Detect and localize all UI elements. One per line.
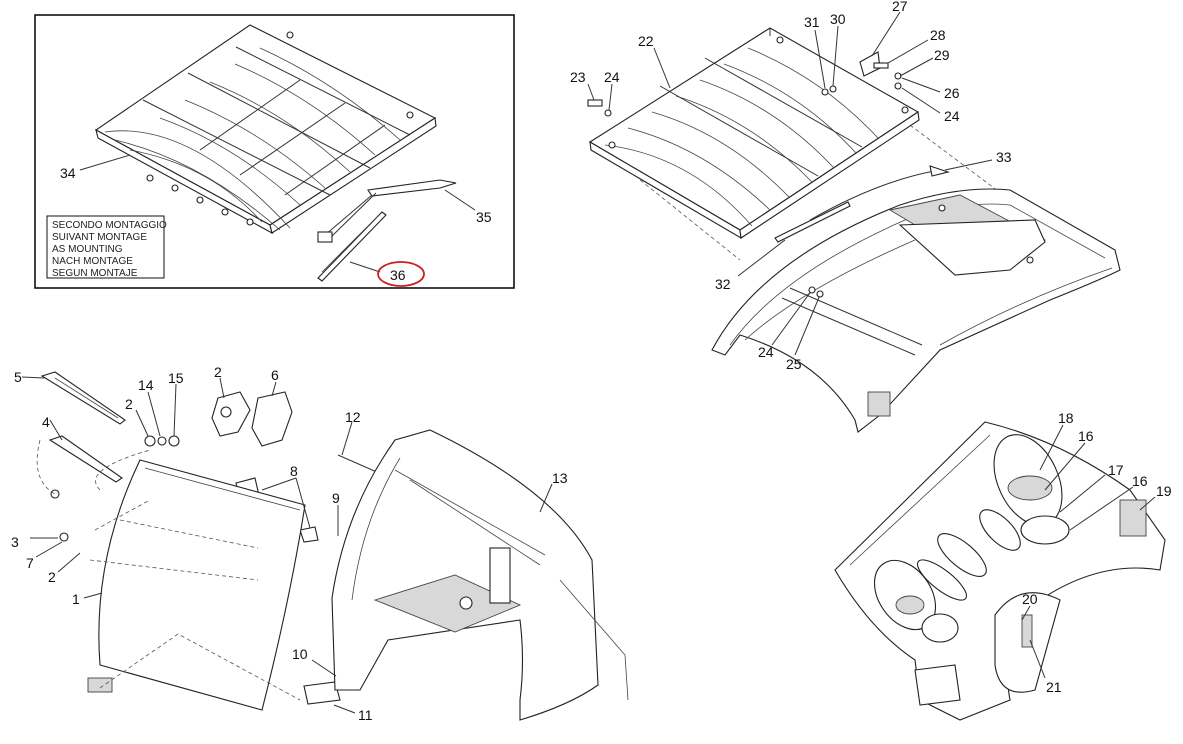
callout-14: 14 — [138, 377, 154, 393]
callout-5: 5 — [14, 369, 22, 385]
callout-33: 33 — [996, 149, 1012, 165]
callout-24-top: 24 — [604, 69, 620, 85]
callout-11: 11 — [358, 707, 373, 723]
callout-2-b: 2 — [214, 364, 222, 380]
washer-24b — [894, 82, 902, 90]
pad-1 — [87, 677, 113, 693]
callout-18: 18 — [1058, 410, 1074, 426]
front-window-assembly: 5 14 15 2 6 2 4 12 8 13 9 3 7 2 1 10 11 — [11, 364, 629, 723]
washer-30 — [829, 85, 837, 93]
callout-25: 25 — [786, 356, 802, 372]
nut-31 — [821, 88, 829, 96]
cab-frame — [331, 429, 629, 721]
callout-19: 19 — [1156, 483, 1172, 499]
callout-24-right: 24 — [944, 108, 960, 124]
callout-23: 23 — [570, 69, 586, 85]
roof-grille-inset — [94, 24, 437, 235]
callout-3: 3 — [11, 534, 19, 550]
callout-7: 7 — [26, 555, 34, 571]
note-line-1: SECONDO MONTAGGIO — [52, 220, 167, 231]
trim-19 — [1119, 499, 1147, 537]
callout-31: 31 — [804, 14, 820, 30]
wiper-blade-5 — [40, 371, 126, 425]
wiper-blade — [774, 201, 851, 243]
note-line-5: SEGUN MONTAJE — [52, 268, 138, 279]
note-line-2: SUIVANT MONTAGE — [52, 232, 147, 243]
callout-17: 17 — [1108, 462, 1124, 478]
callout-6: 6 — [271, 367, 279, 383]
callout-30: 30 — [830, 11, 846, 27]
roof-assembly: 23 24 22 31 30 27 28 29 26 24 33 32 24 2… — [570, 0, 1121, 433]
callout-2-c: 2 — [48, 569, 56, 585]
callout-12: 12 — [345, 409, 361, 425]
inset-panel: SECONDO MONTAGGIO SUIVANT MONTAGE AS MOU… — [34, 14, 515, 289]
windscreen-glass — [98, 459, 306, 711]
callout-8: 8 — [290, 463, 298, 479]
wiper-arm-inset — [317, 179, 457, 282]
note-line-4: NACH MONTAGE — [52, 256, 133, 267]
roof-grille — [588, 27, 920, 240]
callout-20: 20 — [1022, 591, 1038, 607]
washer-24a — [604, 109, 612, 117]
callout-34: 34 — [60, 165, 76, 181]
cab-roof-frame — [711, 188, 1121, 433]
callout-15: 15 — [168, 370, 184, 386]
headliner-assembly: 18 16 17 16 19 20 21 — [834, 410, 1172, 721]
roof-latch — [867, 391, 891, 417]
callout-2-a: 2 — [125, 396, 133, 412]
callout-22: 22 — [638, 33, 654, 49]
callout-16-top: 16 — [1078, 428, 1094, 444]
callout-13: 13 — [552, 470, 568, 486]
callout-4: 4 — [42, 414, 50, 430]
callout-29: 29 — [934, 47, 950, 63]
callout-35: 35 — [476, 209, 492, 225]
motor-cover — [251, 391, 293, 447]
highlight-circle — [377, 261, 425, 287]
hinge-11 — [303, 681, 341, 705]
callout-1: 1 — [72, 591, 80, 607]
callout-32: 32 — [715, 276, 731, 292]
callout-26: 26 — [944, 85, 960, 101]
bolt-28 — [873, 62, 889, 69]
callout-28: 28 — [930, 27, 946, 43]
callout-27: 27 — [892, 0, 908, 14]
callout-24-bottom: 24 — [758, 344, 774, 360]
mounting-note: SECONDO MONTAGGIO SUIVANT MONTAGE AS MOU… — [46, 215, 167, 279]
callout-16-right: 16 — [1132, 473, 1148, 489]
wiper-arm-4 — [48, 435, 123, 483]
callout-21: 21 — [1046, 679, 1062, 695]
bolt-23 — [587, 99, 603, 107]
callout-36: 36 — [390, 267, 406, 283]
note-line-3: AS MOUNTING — [52, 244, 123, 255]
callout-10: 10 — [292, 646, 308, 662]
switch-21 — [1021, 614, 1033, 648]
callout-9: 9 — [332, 490, 340, 506]
cab-floor-panel — [373, 574, 522, 633]
